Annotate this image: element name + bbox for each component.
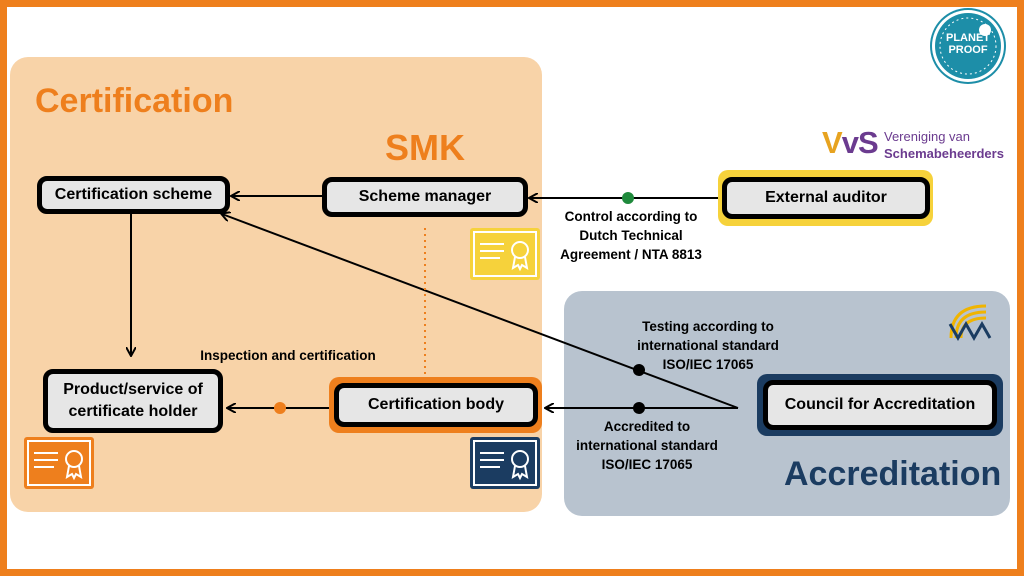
certification-scheme-box: Certification scheme (37, 176, 230, 214)
testing-label: Testing according to international stand… (637, 319, 779, 373)
control-label: Control according to Dutch Technical Agr… (560, 209, 702, 263)
certification-panel (10, 57, 542, 512)
vvs-mark-s: S (857, 125, 879, 160)
planet-proof-line2: PROOF (948, 44, 988, 57)
certification-title: Certification (35, 82, 234, 120)
certificate-icon-yellow (470, 228, 540, 280)
external-auditor-box: External auditor (722, 177, 930, 219)
certificate-icon-navy (470, 437, 540, 489)
product-service-box: Product/service of certificate holder (43, 369, 223, 433)
planet-proof-line1: PLANET (946, 32, 990, 44)
inspection-label: Inspection and certification (200, 348, 376, 363)
vvs-mark-v: V (822, 125, 843, 160)
green-dot-icon (622, 192, 634, 204)
vvs-line2: Schemabeheerders (884, 145, 1004, 161)
planet-proof-logo: PLANET PROOF (935, 13, 1001, 79)
smk-title: SMK (385, 127, 465, 168)
arrow-council-to-scheme (222, 214, 739, 409)
scheme-manager-box: Scheme manager (322, 177, 528, 217)
council-for-accreditation-box: Council for Accreditation (763, 380, 997, 430)
black-dot-icon-testing (633, 364, 645, 376)
vvs-logo-mark: VvS (822, 125, 879, 161)
certificate-icon-orange (24, 437, 94, 489)
certification-body-box: Certification body (334, 383, 538, 427)
planet-proof-ring-icon (939, 17, 997, 75)
black-dot-icon-accredited (633, 402, 645, 414)
vvs-mark-small-v: v (841, 125, 859, 160)
orange-dot-icon (274, 402, 286, 414)
vvs-line1: Vereniging van (884, 129, 971, 144)
vvs-logo-name: Vereniging van Schemabeheerders (884, 129, 1004, 163)
accreditation-title: Accreditation (784, 455, 1002, 493)
accredited-label: Accredited to international standard ISO… (576, 419, 718, 473)
rva-logo-icon (948, 304, 992, 342)
